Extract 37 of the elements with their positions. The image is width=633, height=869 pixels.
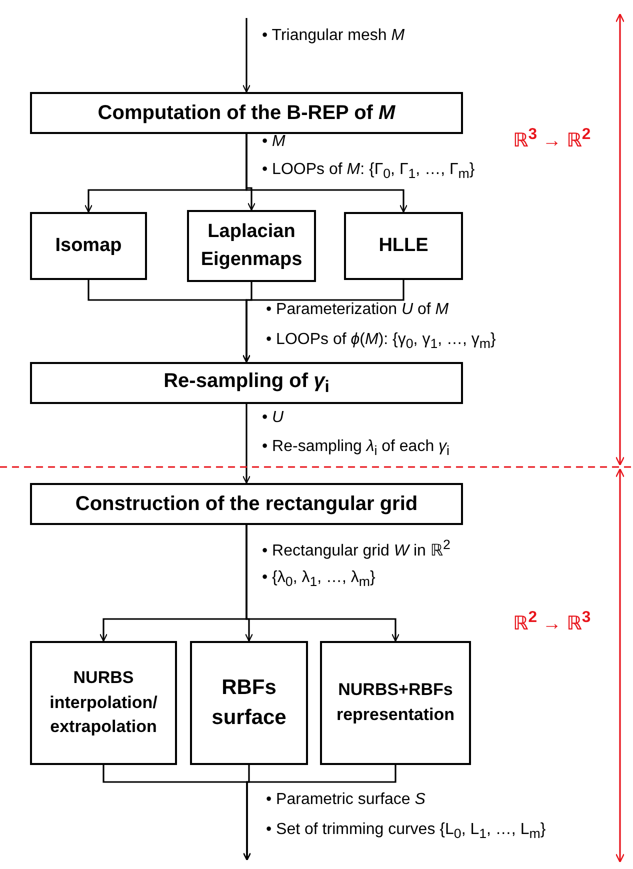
box-label: HLLE [378, 234, 428, 258]
arrow [242, 18, 251, 93]
data-note: • Parameterization U of M [266, 300, 449, 320]
arrow [242, 280, 404, 363]
arrow [242, 404, 251, 484]
process-box [30, 92, 463, 134]
data-note: • Re-sampling λ$_{i}$ of each γ$_{i}$ [262, 437, 450, 460]
data-note: • LOOPs of M: {Γ$_{0}$, Γ$_{1}$, …, Γ$_{m}$} [262, 160, 475, 184]
data-note: • {λ$_{0}$, λ$_{1}$, …, λ$_{m}$} [262, 568, 376, 592]
process-box [30, 212, 147, 280]
mapping-label: ℝ$^{3}$ → ℝ$^{2}$ [513, 125, 591, 152]
box-label: Isomap [55, 234, 122, 258]
box-label: Laplacian Eigenmaps [200, 220, 304, 272]
process-box [30, 362, 463, 404]
box-label: NURBS interpolation/ extrapolation [48, 667, 158, 738]
process-box [344, 212, 463, 280]
data-note: • U [262, 408, 284, 428]
process-box [30, 483, 463, 525]
box-label: NURBS+RBFs representation [335, 679, 456, 726]
data-note: • Set of trimming curves {L$_{0}$, L$_{1}$, …, L$_{m}$} [266, 820, 546, 844]
data-note: • LOOPs of ϕ(M): {γ$_{0}$, γ$_{1}$, …, γ$_{m}$} [266, 330, 496, 354]
data-note: • Triangular mesh M [262, 26, 405, 46]
data-note: • Rectangular grid W in ℝ$^{2}$ [262, 536, 450, 562]
box-label: Computation of the B-REP of M [98, 100, 396, 126]
arrow [242, 765, 396, 861]
process-box [320, 641, 471, 765]
process-box [190, 641, 308, 765]
box-label: Re-sampling of γ$_{i}$ [164, 368, 330, 398]
process-box [187, 210, 316, 282]
arrow [246, 525, 400, 642]
data-note: • M [262, 132, 286, 152]
box-label: RBFs surface [210, 674, 288, 731]
arrow [246, 134, 408, 213]
box-label: Construction of the rectangular grid [75, 492, 418, 516]
mapping-label: ℝ$^{2}$ → ℝ$^{3}$ [513, 608, 591, 634]
data-note: • Parametric surface S [266, 790, 426, 810]
process-box [30, 641, 177, 765]
